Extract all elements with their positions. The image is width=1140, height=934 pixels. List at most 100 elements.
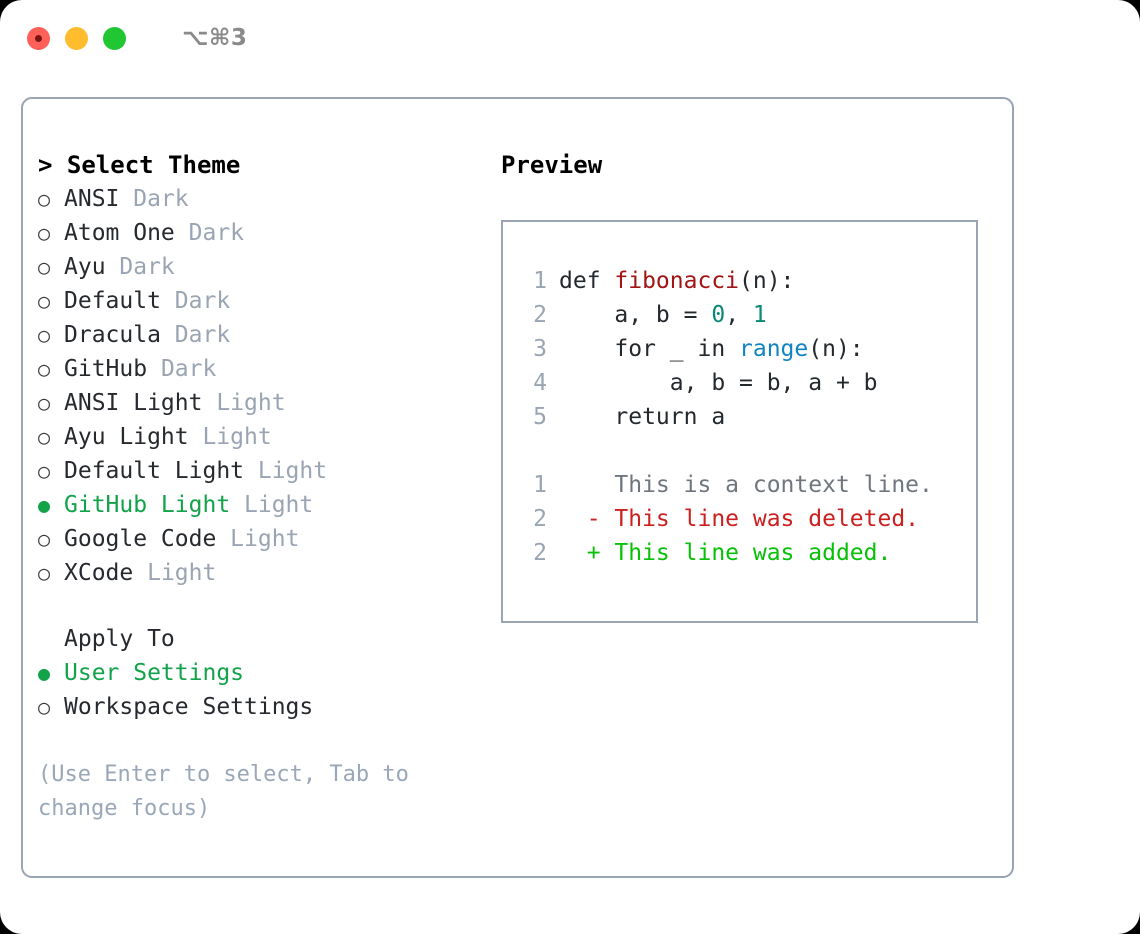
line-number: 3 xyxy=(533,336,547,362)
radio-unselected-icon: ○ xyxy=(38,357,51,381)
radio-unselected-icon: ○ xyxy=(38,289,51,313)
title-bar: ⌥⌘3 xyxy=(0,0,1140,76)
theme-option-0[interactable]: ○ANSI Dark xyxy=(38,182,488,216)
token-plain: def xyxy=(559,268,615,294)
code-line: 2 a, b = 0, 1 xyxy=(517,298,970,332)
option-label: Ayu Light xyxy=(64,424,189,450)
code-text: for _ in range(n): xyxy=(559,332,863,366)
option-variant-tag: Dark xyxy=(147,356,217,382)
option-label: Default Light xyxy=(64,458,245,484)
line-number: 4 xyxy=(533,370,547,396)
preview-header: Preview xyxy=(501,151,603,179)
token-plain: a, b = b, a + b xyxy=(559,370,878,396)
theme-option-2[interactable]: ○ Ayu Dark xyxy=(38,250,488,284)
option-label: Default xyxy=(64,288,161,314)
option-label: User Settings xyxy=(64,660,245,686)
token-function: fibonacci xyxy=(614,268,740,294)
radio-unselected-icon: ○ xyxy=(38,221,51,245)
diff-line-context: 1 This is a context line. xyxy=(517,468,970,502)
line-number: 2 xyxy=(533,540,547,566)
theme-option-4[interactable]: ○ Dracula Dark xyxy=(38,318,488,352)
option-variant-tag: Light xyxy=(202,390,286,416)
code-text: return a xyxy=(559,400,725,434)
token-number: 1 xyxy=(752,302,767,328)
code-text: def fibonacci(n): xyxy=(559,264,794,298)
apply-to-header: Apply To xyxy=(64,626,175,652)
radio-unselected-icon: ○ xyxy=(38,187,51,211)
code-line: 1 def fibonacci(n): xyxy=(517,264,970,298)
token-number: 0 xyxy=(711,302,726,328)
option-variant-tag: Light xyxy=(133,560,217,586)
diff-sample: 1 This is a context line.2 - This line w… xyxy=(517,468,970,570)
line-number: 1 xyxy=(533,268,547,294)
minimize-window-icon[interactable] xyxy=(65,26,88,50)
code-line: 3 for _ in range(n): xyxy=(517,332,970,366)
apply-to-option-list: ● User Settings ○Workspace Settings xyxy=(38,656,488,724)
select-theme-header: > Select Theme xyxy=(38,151,241,179)
theme-option-9[interactable]: ● GitHub Light Light xyxy=(38,488,488,522)
theme-option-11[interactable]: ○ XCode Light xyxy=(38,556,488,590)
token-plain: , xyxy=(725,302,753,328)
option-label: GitHub xyxy=(64,356,148,382)
code-line: 5 return a xyxy=(517,400,970,434)
theme-option-1[interactable]: ○ Atom One Dark xyxy=(38,216,488,250)
option-label: ANSI Light xyxy=(64,390,203,416)
radio-selected-icon: ● xyxy=(38,661,51,685)
option-variant-tag: Dark xyxy=(119,186,189,212)
line-number: 2 xyxy=(533,506,547,532)
theme-option-10[interactable]: ○Google Code Light xyxy=(38,522,488,556)
dialog-card: > Select Theme ○ANSI Dark○Atom One Dark○… xyxy=(21,97,1014,878)
theme-option-8[interactable]: ○ Default Light Light xyxy=(38,454,488,488)
option-variant-tag: Light xyxy=(188,424,272,450)
option-variant-tag: Dark xyxy=(174,220,245,246)
keyboard-hint-text: (Use Enter to select, Tab to change focu… xyxy=(38,762,409,821)
theme-picker-panel: > Select Theme ○ANSI Dark○Atom One Dark○… xyxy=(38,148,488,826)
theme-option-3[interactable]: ○ Default Dark xyxy=(38,284,488,318)
theme-option-7[interactable]: ○ Ayu Light Light xyxy=(38,420,488,454)
zoom-window-icon[interactable] xyxy=(103,26,126,50)
option-variant-tag: Light xyxy=(230,492,314,518)
line-number: 1 xyxy=(533,472,547,498)
radio-unselected-icon: ○ xyxy=(38,459,51,483)
token-plain: a, b = xyxy=(559,302,712,328)
token-builtin: range xyxy=(739,336,809,362)
theme-option-list: ○ANSI Dark○Atom One Dark○Ayu Dark○Defaul… xyxy=(38,182,488,590)
option-label: Google Code xyxy=(64,526,217,552)
radio-unselected-icon: ○ xyxy=(38,561,51,585)
radio-unselected-icon: ○ xyxy=(38,323,51,347)
option-label: Atom One xyxy=(64,220,175,246)
radio-unselected-icon: ○ xyxy=(38,527,51,551)
radio-selected-icon: ● xyxy=(38,493,51,517)
code-text: a, b = b, a + b xyxy=(559,366,878,400)
radio-unselected-icon: ○ xyxy=(38,425,51,449)
line-number: 2 xyxy=(533,302,547,328)
apply-to-option-1[interactable]: ○Workspace Settings xyxy=(38,690,488,724)
radio-unselected-icon: ○ xyxy=(38,255,51,279)
theme-option-5[interactable]: ○ GitHub Dark xyxy=(38,352,488,386)
line-number: 5 xyxy=(533,404,547,430)
option-label: Dracula xyxy=(64,322,161,348)
token-plain: return a xyxy=(559,404,726,430)
option-variant-tag: Light xyxy=(244,458,328,484)
option-variant-tag: Dark xyxy=(160,322,231,348)
diff-text: + This line was added. xyxy=(559,540,892,566)
code-line: 4 a, b = b, a + b xyxy=(517,366,970,400)
radio-unselected-icon: ○ xyxy=(38,391,51,415)
option-label: XCode xyxy=(64,560,134,586)
close-window-icon[interactable] xyxy=(27,26,50,50)
option-variant-tag: Dark xyxy=(105,254,175,280)
option-label: GitHub Light xyxy=(64,492,231,518)
diff-line-deleted: 2 - This line was deleted. xyxy=(517,502,970,536)
diff-text: This is a context line. xyxy=(559,472,933,498)
option-variant-tag: Dark xyxy=(160,288,231,314)
code-text: a, b = 0, 1 xyxy=(559,298,767,332)
theme-option-6[interactable]: ○ ANSI Light Light xyxy=(38,386,488,420)
option-label: Ayu xyxy=(64,254,106,280)
apply-to-option-0[interactable]: ● User Settings xyxy=(38,656,488,690)
diff-text: - This line was deleted. xyxy=(559,506,920,532)
traffic-light-group xyxy=(27,26,126,50)
